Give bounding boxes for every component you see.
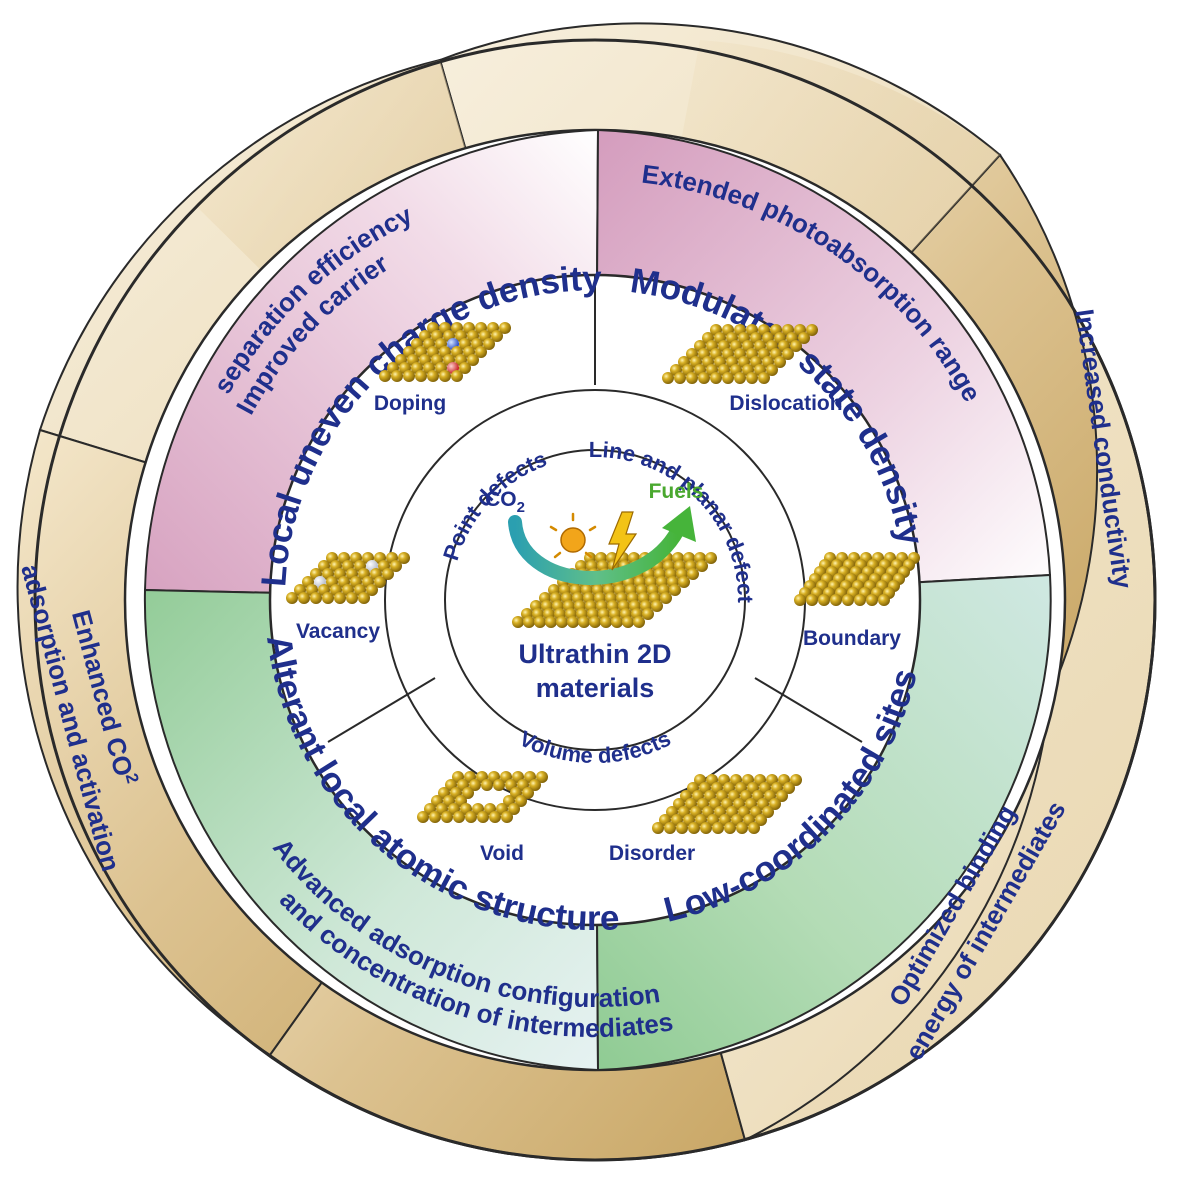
doping-label: Doping <box>374 392 446 415</box>
vacancy-label: Vacancy <box>296 620 380 643</box>
conversion-arrow <box>508 515 685 585</box>
co2-label: CO2 <box>485 488 525 516</box>
vacancy-lattice <box>286 552 410 604</box>
void-label: Void <box>480 842 524 865</box>
center-title-line2: materials <box>536 673 655 703</box>
disorder-label: Disorder <box>609 842 695 865</box>
sun-icon <box>549 512 597 559</box>
doping-lattice <box>379 322 511 382</box>
conversion-arrowhead <box>662 506 696 542</box>
dislocation-lattice <box>662 324 818 384</box>
disorder-lattice <box>652 774 802 834</box>
boundary-label: Boundary <box>803 627 901 650</box>
boundary-lattice <box>794 552 920 606</box>
dislocation-label: Dislocation <box>729 392 842 415</box>
defect-lattices <box>286 322 920 834</box>
void-lattice <box>417 771 548 823</box>
middle-ring <box>123 128 1067 1072</box>
lightning-icon <box>608 511 638 571</box>
center-title-line1: Ultrathin 2D <box>518 639 671 669</box>
fuels-label: Fuels <box>649 480 704 503</box>
center-illustration: CO2 Fuels Ultrathin 2D materials <box>485 480 717 703</box>
